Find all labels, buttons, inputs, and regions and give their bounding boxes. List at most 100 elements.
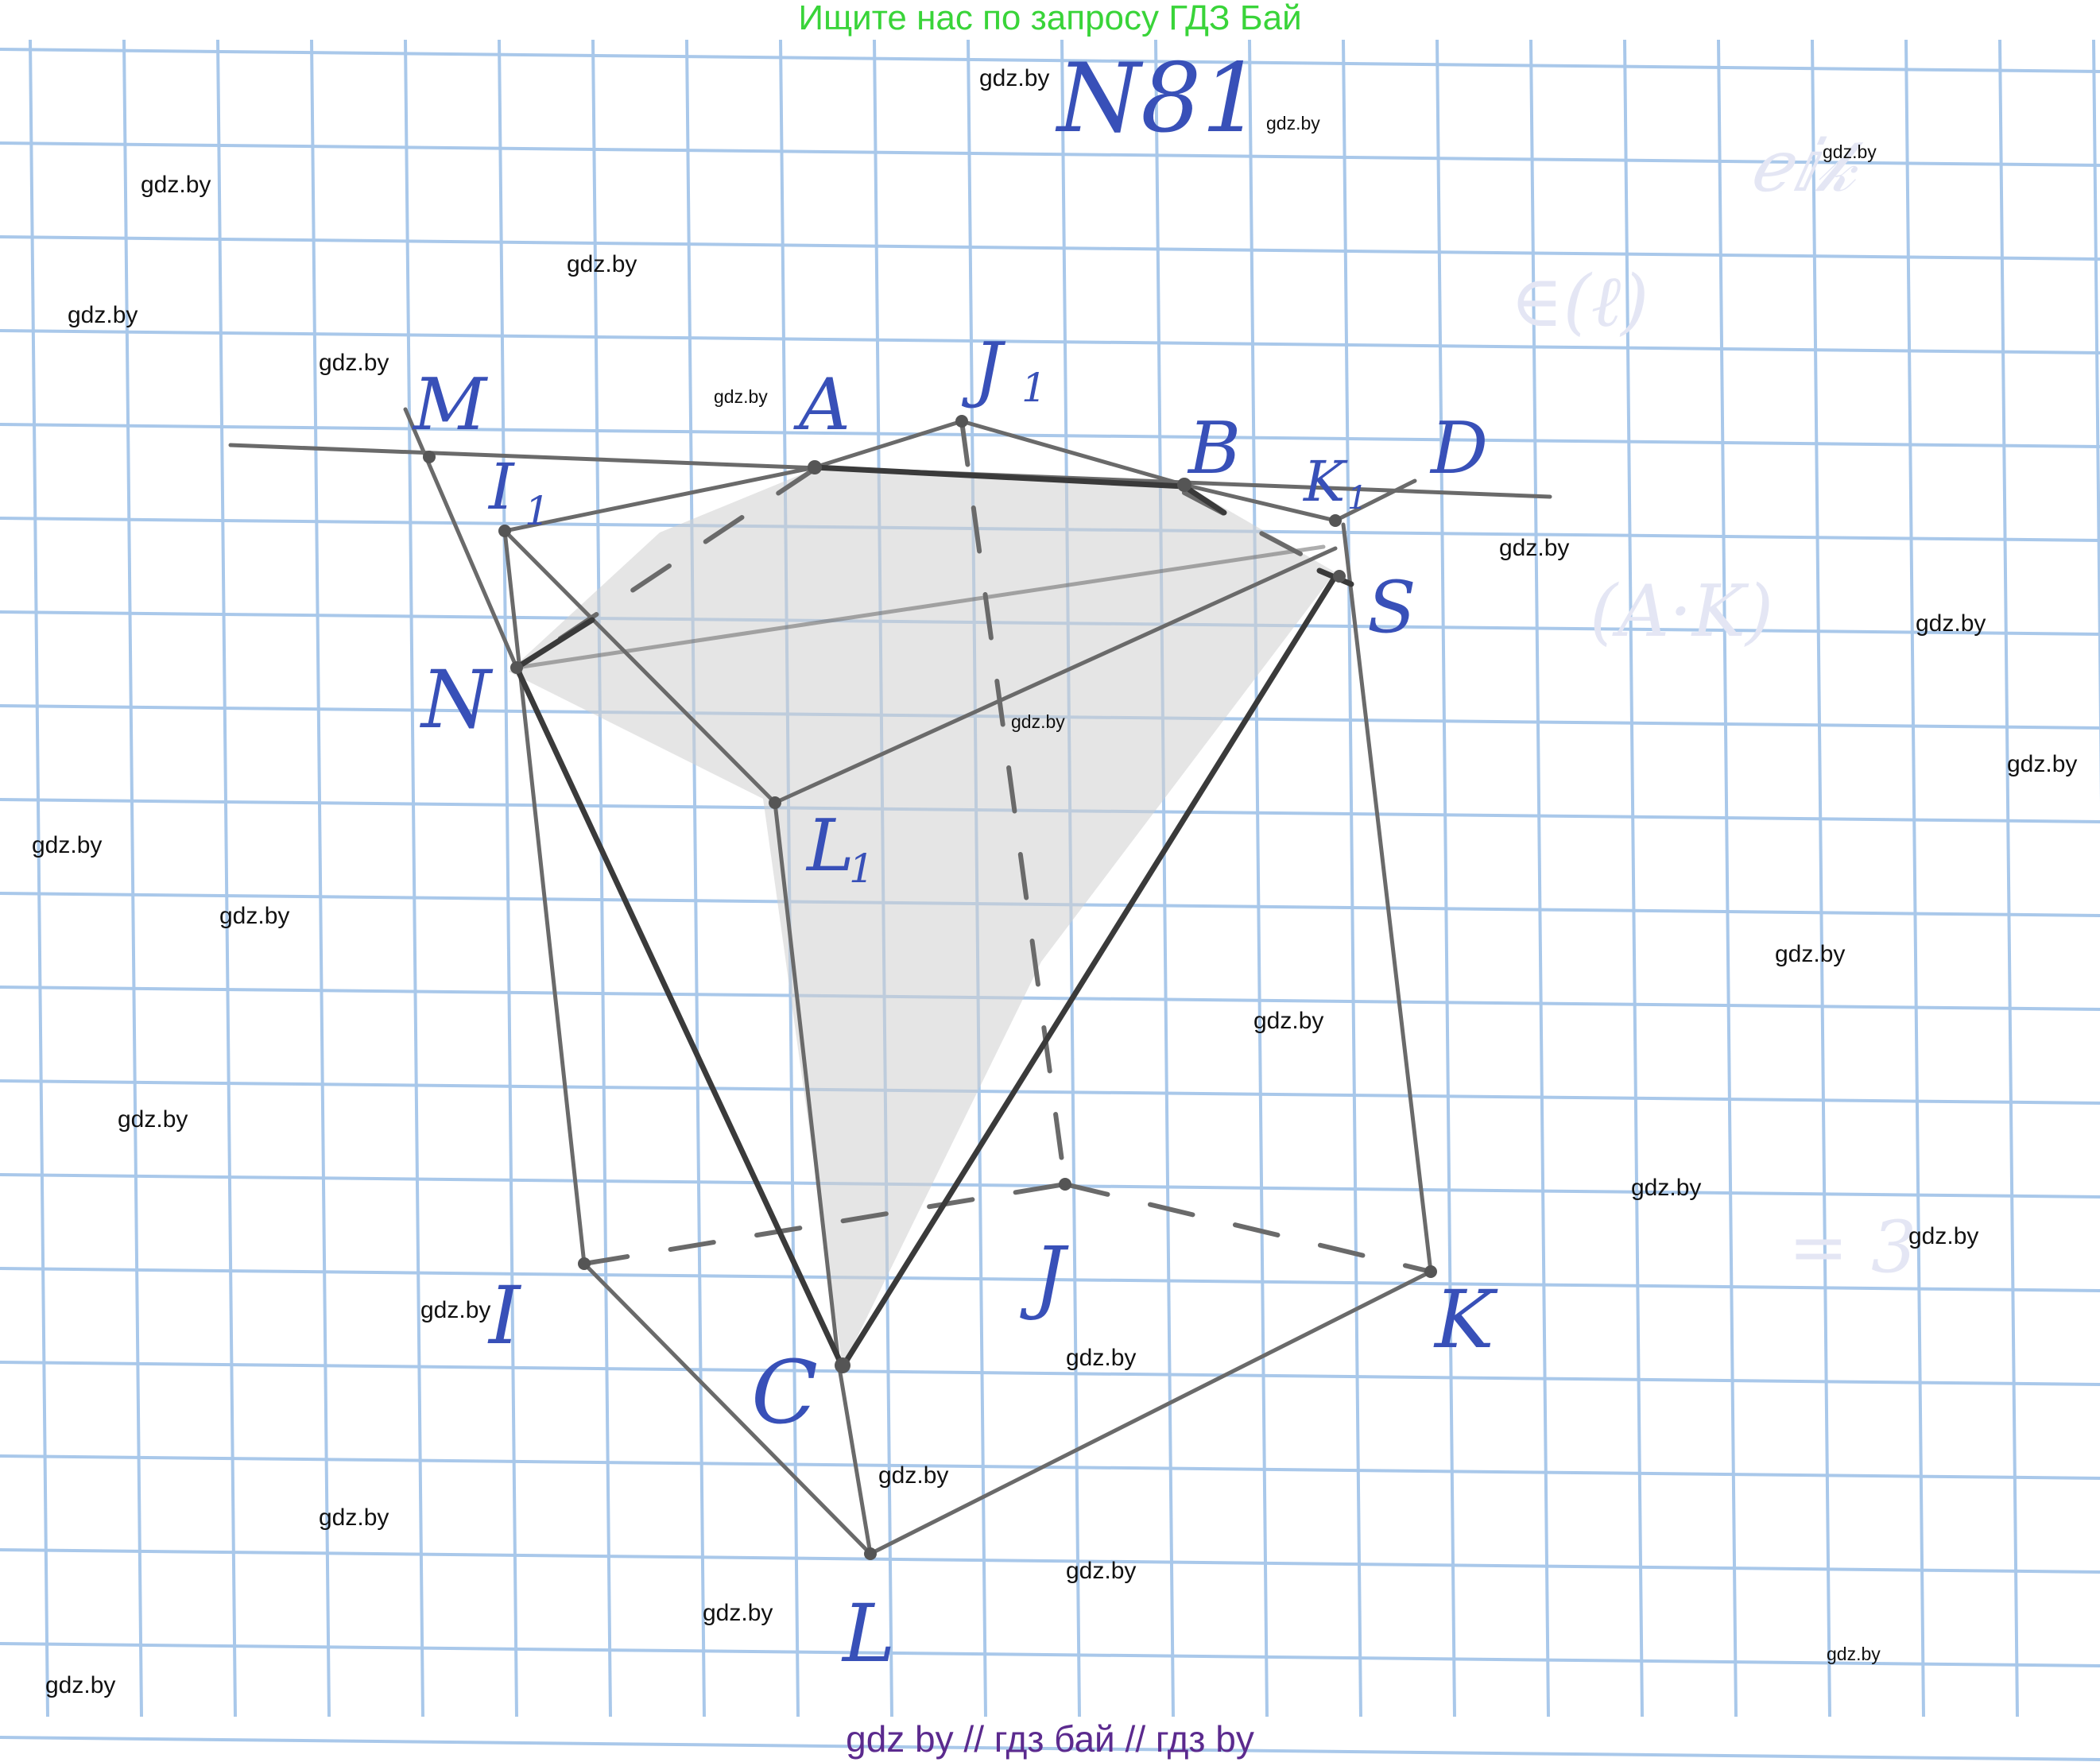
edge-I-L <box>582 1261 873 1556</box>
hidden-edge-J-K <box>1063 1182 1433 1274</box>
watermark: gdz.by <box>32 832 103 858</box>
grid-line-vertical <box>216 39 237 1717</box>
watermark: gdz.by <box>1916 610 1986 637</box>
grid-line-horizontal <box>0 48 2100 73</box>
watermark: gdz.by <box>118 1106 188 1133</box>
watermark: gdz.by <box>1823 141 1877 162</box>
edge-L-K <box>868 1269 1433 1556</box>
label-J1-sub: 1 <box>1021 365 1047 411</box>
bleed-through-text: ℯⅈ𝓀 ∈(ℓ) (A·K) = 3 <box>1510 125 1916 1289</box>
label-S: S <box>1367 566 1416 649</box>
grid-line-vertical <box>685 39 706 1717</box>
point-I <box>578 1257 591 1270</box>
label-I: I <box>487 1269 522 1362</box>
grid-line-vertical <box>1436 39 1456 1717</box>
edge-I1-I <box>502 529 587 1266</box>
label-K1: K <box>1302 449 1348 514</box>
label-K: K <box>1433 1273 1498 1366</box>
edge-C-L <box>836 1361 873 1556</box>
edge-J1-B <box>959 419 1187 487</box>
watermark: gdz.by <box>703 1600 773 1626</box>
watermark: gdz.by <box>1827 1644 1881 1664</box>
grid-line-horizontal <box>0 1267 2100 1292</box>
grid-line-horizontal <box>0 1361 2100 1386</box>
section-edge-B-stub <box>1181 483 1227 516</box>
bleed-line-3: (A·K) <box>1590 570 1773 653</box>
point-M <box>423 451 436 463</box>
edge-B-K1 <box>1182 482 1338 523</box>
grid-line-vertical <box>1154 39 1175 1717</box>
point-B <box>1177 478 1191 492</box>
section-edge-N-stub <box>513 617 595 671</box>
grid-line-vertical <box>29 39 49 1717</box>
header-search-hint[interactable]: Ищите нас по запросу ГДЗ Бай <box>798 0 1302 37</box>
watermark: gdz.by <box>714 386 768 407</box>
grid-line-horizontal <box>0 1642 2100 1667</box>
label-I1: I <box>487 450 515 524</box>
hidden-edge-J1-J <box>959 419 1067 1187</box>
grid-line-horizontal <box>0 329 2100 354</box>
point-L <box>864 1547 877 1560</box>
label-M: M <box>412 363 488 447</box>
label-I1-sub: 1 <box>525 488 550 534</box>
grid-line-vertical <box>2092 39 2100 803</box>
grid-line-vertical <box>1623 39 1644 1717</box>
footer-links[interactable]: gdz by // гдз бай // гдз by <box>846 1718 1254 1760</box>
edge-I1-L1 <box>502 529 777 805</box>
grid-line-vertical <box>404 39 424 1717</box>
grid-line-horizontal <box>0 235 2100 261</box>
edge-K1-K <box>1341 522 1433 1274</box>
grid-line-vertical <box>1904 39 1925 1717</box>
grid-line-vertical <box>1811 39 1831 1717</box>
edge-I1-A <box>502 465 817 533</box>
point-N <box>510 661 523 674</box>
grid-line-horizontal <box>0 423 2100 448</box>
label-J: J <box>1020 1230 1069 1322</box>
edge-K1-D <box>1333 478 1417 523</box>
grid-line-vertical <box>122 39 143 1717</box>
section-shading <box>509 469 1335 1367</box>
watermark: gdz.by <box>567 251 637 277</box>
label-C: C <box>751 1342 818 1443</box>
section-edge-C-S <box>839 573 1339 1370</box>
watermark: gdz.by <box>1253 1008 1324 1034</box>
grid-line-horizontal <box>0 986 2100 1011</box>
point-K <box>1424 1265 1437 1278</box>
watermark: gdz.by <box>319 1504 389 1531</box>
watermark: gdz.by <box>1066 1345 1137 1371</box>
watermark: gdz.by <box>1908 1223 1979 1249</box>
point-C <box>835 1357 850 1373</box>
vertex-points <box>423 415 1437 1560</box>
watermark: gdz.by <box>219 903 290 929</box>
watermark: gdz.by <box>68 302 138 328</box>
grid-line-vertical <box>498 39 518 1717</box>
edge-L1-C <box>773 800 841 1365</box>
point-L1 <box>769 796 781 809</box>
label-L1-sub: 1 <box>849 846 874 892</box>
edge-L1-K1 <box>773 546 1338 805</box>
grid-line-horizontal <box>0 141 2100 167</box>
watermark: gdz.by <box>878 1462 949 1489</box>
section-edge-N-C <box>513 664 846 1370</box>
watermark: gdz.by <box>979 65 1050 91</box>
watermark: gdz.by <box>2007 751 2078 777</box>
bleed-line-2: ∈(ℓ) <box>1510 260 1649 343</box>
line-N-S <box>514 544 1326 670</box>
section-edge-A-B <box>812 464 1188 490</box>
watermark: gdz.by <box>1066 1558 1137 1584</box>
watermark: gdz.by <box>45 1672 116 1698</box>
grid-line-vertical <box>1998 39 2019 1717</box>
point-J1 <box>955 415 968 428</box>
label-K1-sub: 1 <box>1347 480 1367 517</box>
watermark: gdz.by <box>1499 535 1570 561</box>
watermark: gdz.by <box>420 1297 491 1323</box>
label-A: A <box>793 363 850 447</box>
watermark: gdz.by <box>1266 113 1320 134</box>
watermark: gdz.by <box>1775 941 1846 967</box>
grid-line-vertical <box>1248 39 1269 1717</box>
watermark: gdz.by <box>141 172 211 198</box>
watermark: gdz.by <box>1011 711 1065 732</box>
grid-line-vertical <box>1717 39 1738 1717</box>
